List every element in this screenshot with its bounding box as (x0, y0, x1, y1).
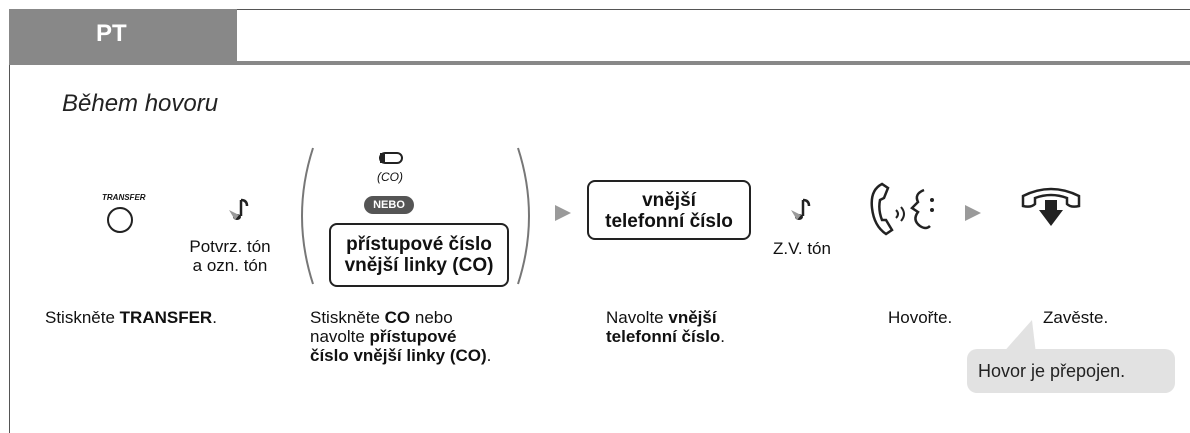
caption-step2-l3-post: . (486, 346, 492, 365)
caption-step1: Stiskněte TRANSFER. (45, 308, 217, 327)
caption-step1-bold: TRANSFER (119, 308, 213, 327)
external-box-line2: telefonní číslo (605, 211, 733, 232)
transfer-button-icon (107, 207, 133, 233)
caption-step3-line2: telefonní číslo. (606, 327, 725, 346)
caption-step2-l1-pre: Stiskněte (310, 308, 385, 327)
arrow-right-icon (555, 205, 571, 221)
callout-bubble (967, 349, 1175, 393)
co-button-icon (379, 152, 403, 164)
external-number-box: vnější telefonní číslo (587, 180, 751, 240)
caption-step1-pre: Stiskněte (45, 308, 120, 327)
caption-step3-l1-pre: Navolte (606, 308, 669, 327)
confirm-tone-line1: Potvrz. tón (189, 237, 271, 256)
handset-talk-icon (870, 182, 934, 236)
callout-tail (1002, 320, 1036, 354)
caption-step3-l2-post: . (720, 327, 726, 346)
caption-step2-l1-bold: CO (384, 308, 411, 327)
caption-step2-l1-post: nebo (410, 308, 453, 327)
caption-step2-l3-bold: číslo vnější linky (CO) (310, 346, 487, 365)
caption-step2-line2: navolte přístupové (310, 327, 456, 346)
caption-step3-l1-bold: vnější (668, 308, 717, 327)
caption-step2-line1: Stiskněte CO nebo (310, 308, 453, 327)
caption-step2-l2-bold: přístupové (369, 327, 457, 346)
left-parenthesis (301, 147, 314, 285)
co-label: (CO) (377, 170, 403, 184)
frame-left-border (9, 9, 10, 433)
handset-hangup-icon (1021, 187, 1081, 226)
access-box-line1: přístupové číslo (346, 234, 492, 255)
header-tab-label: PT (96, 20, 127, 47)
nebo-badge: NEBO (364, 196, 414, 214)
caption-step3-l2-bold: telefonní číslo (606, 327, 721, 346)
caption-step3-line1: Navolte vnější (606, 308, 717, 327)
header-tab (9, 9, 237, 61)
tone-note-icon (791, 198, 811, 220)
callout-text: Hovor je přepojen. (978, 361, 1126, 381)
caption-step5: Zavěste. (1043, 308, 1109, 327)
frame-top-border (9, 9, 1190, 10)
header-band (9, 61, 1190, 65)
caption-step2-line3: číslo vnější linky (CO). (310, 346, 491, 365)
arrow-right-icon (965, 205, 981, 221)
access-box-line2: vnější linky (CO) (344, 255, 494, 276)
external-box-line1: vnější (642, 190, 696, 211)
zv-tone-label: Z.V. tón (773, 239, 831, 258)
right-parenthesis (517, 147, 530, 285)
caption-step1-post: . (212, 308, 217, 327)
confirm-tone-line2: a ozn. tón (192, 256, 268, 275)
transfer-icon-label: TRANSFER (102, 193, 146, 202)
access-number-box: přístupové číslo vnější linky (CO) (329, 223, 509, 287)
subtitle: Během hovoru (62, 90, 219, 117)
caption-step2-l2-pre: navolte (310, 327, 370, 346)
tone-note-icon (229, 198, 249, 220)
caption-step4: Hovořte. (888, 308, 953, 327)
